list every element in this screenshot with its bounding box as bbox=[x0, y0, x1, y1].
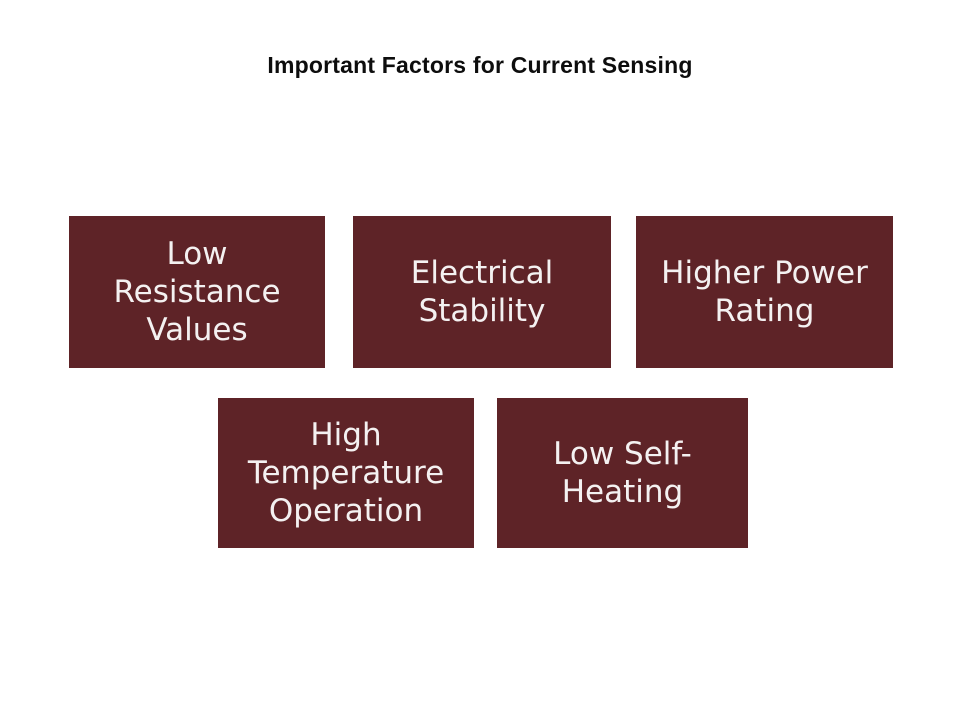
factor-box-label: Higher Power Rating bbox=[661, 255, 868, 329]
factor-box-low-resistance-values[interactable]: Low Resistance Values bbox=[69, 216, 325, 368]
factor-box-label: Low Resistance Values bbox=[113, 236, 281, 348]
factor-box-low-self-heating[interactable]: Low Self- Heating bbox=[497, 398, 748, 548]
factor-box-label: Low Self- Heating bbox=[553, 436, 692, 510]
factor-box-electrical-stability[interactable]: Electrical Stability bbox=[353, 216, 611, 368]
factor-box-higher-power-rating[interactable]: Higher Power Rating bbox=[636, 216, 893, 368]
factor-box-high-temperature-operation[interactable]: High Temperature Operation bbox=[218, 398, 474, 548]
factor-box-label: Electrical Stability bbox=[410, 255, 554, 329]
page-title: Important Factors for Current Sensing bbox=[267, 52, 693, 78]
factor-box-label: High Temperature Operation bbox=[247, 417, 445, 529]
